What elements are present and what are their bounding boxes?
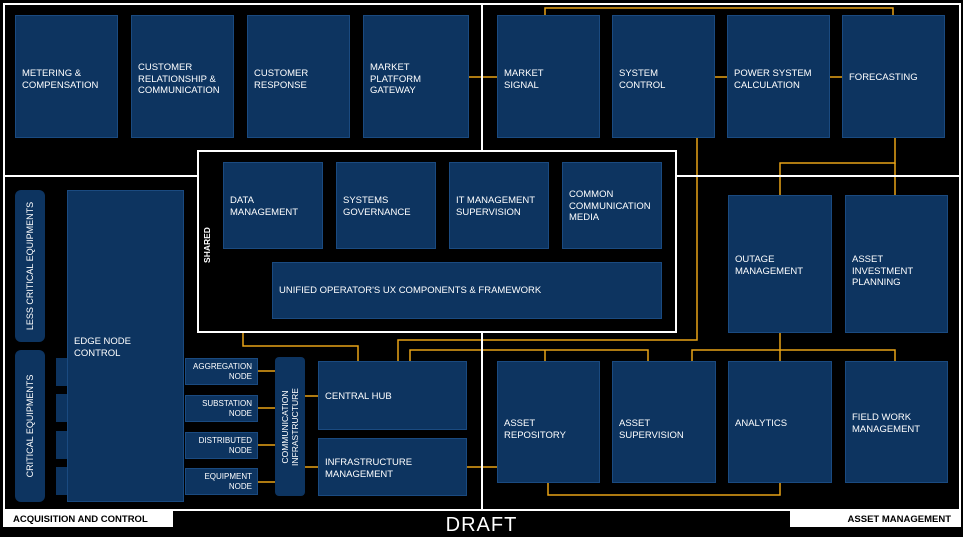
connector-control-down — [397, 138, 698, 361]
customer-response-label: CUSTOMER RESPONSE — [254, 68, 309, 91]
forecasting-label: FORECASTING — [849, 72, 918, 83]
systems-governance-box[interactable]: SYSTEMS GOVERNANCE — [336, 162, 436, 249]
frame-bottom-right — [481, 175, 961, 511]
edge-node-control-label: EDGE NODE CONTROL — [74, 336, 132, 359]
distributed-node[interactable]: DISTRIBUTED NODE — [185, 432, 258, 459]
connector-forecast-down — [779, 138, 896, 195]
connector-bottom-bracket — [547, 483, 781, 496]
shared-label: SHARED — [202, 227, 212, 263]
crm-label: CUSTOMER RELATIONSHIP & COMMUNICATION — [138, 62, 220, 96]
communication-infrastructure-label: COMMUNICATION INFRASTRUCTURE — [280, 387, 300, 466]
crm-box[interactable]: CUSTOMER RELATIONSHIP & COMMUNICATION — [131, 15, 234, 138]
central-hub-box[interactable]: CENTRAL HUB — [318, 361, 467, 430]
outage-management-box[interactable]: OUTAGE MANAGEMENT — [728, 195, 832, 333]
system-control-box[interactable]: SYSTEM CONTROL — [612, 15, 715, 138]
central-hub-label: CENTRAL HUB — [325, 391, 392, 402]
data-management-box[interactable]: DATA MANAGEMENT — [223, 162, 323, 249]
unified-ux-box[interactable]: UNIFIED OPERATOR'S UX COMPONENTS & FRAME… — [272, 262, 662, 319]
connector-bus3 — [691, 349, 896, 361]
it-management-supervision-box[interactable]: IT MANAGEMENT SUPERVISION — [449, 162, 549, 249]
asset-management-label: ASSET MANAGEMENT — [790, 511, 961, 527]
infrastructure-management-box[interactable]: INFRASTRUCTURE MANAGEMENT — [318, 438, 467, 496]
asset-repository-box[interactable]: ASSET REPOSITORY — [497, 361, 600, 483]
equipment-slot-3 — [56, 431, 67, 459]
critical-equipments-bar[interactable]: CRITICAL EQUIPMENTS — [15, 350, 45, 502]
data-management-label: DATA MANAGEMENT — [230, 195, 299, 218]
connector-top-bracket — [544, 7, 894, 15]
common-communication-media-box[interactable]: COMMON COMMUNICATION MEDIA — [562, 162, 662, 249]
power-system-calculation-box[interactable]: POWER SYSTEM CALCULATION — [727, 15, 830, 138]
outage-management-label: OUTAGE MANAGEMENT — [735, 254, 804, 277]
unified-ux-label: UNIFIED OPERATOR'S UX COMPONENTS & FRAME… — [279, 284, 542, 296]
draft-watermark: DRAFT — [445, 514, 518, 536]
customer-response-box[interactable]: CUSTOMER RESPONSE — [247, 15, 350, 138]
infrastructure-management-label: INFRASTRUCTURE MANAGEMENT — [325, 457, 413, 480]
systems-governance-label: SYSTEMS GOVERNANCE — [343, 195, 411, 218]
asset-investment-planning-label: ASSET INVESTMENT PLANNING — [852, 254, 914, 288]
critical-equipments-label: CRITICAL EQUIPMENTS — [25, 374, 35, 478]
asset-repository-label: ASSET REPOSITORY — [504, 418, 566, 441]
edge-node-control-box[interactable]: EDGE NODE CONTROL — [67, 190, 184, 502]
analytics-box[interactable]: ANALYTICS — [728, 361, 832, 483]
common-communication-media-label: COMMON COMMUNICATION MEDIA — [569, 189, 651, 223]
market-signal-box[interactable]: MARKET SIGNAL — [497, 15, 600, 138]
asset-supervision-box[interactable]: ASSET SUPERVISION — [612, 361, 716, 483]
it-management-supervision-label: IT MANAGEMENT SUPERVISION — [456, 195, 535, 218]
system-control-label: SYSTEM CONTROL — [619, 68, 666, 91]
analytics-label: ANALYTICS — [735, 418, 788, 429]
acquisition-and-control-label: ACQUISITION AND CONTROL — [3, 511, 173, 527]
metering-compensation-label: METERING & COMPENSATION — [22, 68, 99, 91]
metering-compensation-box[interactable]: METERING & COMPENSATION — [15, 15, 118, 138]
equipment-slot-4 — [56, 467, 67, 495]
connector-bus2 — [409, 349, 649, 361]
less-critical-equipments-label: LESS CRITICAL EQUIPMENTS — [25, 201, 35, 331]
substation-node[interactable]: SUBSTATION NODE — [185, 395, 258, 422]
asset-supervision-label: ASSET SUPERVISION — [619, 418, 684, 441]
communication-infrastructure-bar[interactable]: COMMUNICATION INFRASTRUCTURE — [275, 357, 305, 496]
equipment-node[interactable]: EQUIPMENT NODE — [185, 468, 258, 495]
market-platform-gateway-label: MARKET PLATFORM GATEWAY — [370, 62, 422, 96]
equipment-slot-1 — [56, 358, 67, 386]
forecasting-box[interactable]: FORECASTING — [842, 15, 945, 138]
field-work-management-label: FIELD WORK MANAGEMENT — [852, 412, 921, 435]
market-signal-label: MARKET SIGNAL — [504, 68, 544, 91]
aggregation-node[interactable]: AGGREGATION NODE — [185, 358, 258, 385]
asset-investment-planning-box[interactable]: ASSET INVESTMENT PLANNING — [845, 195, 948, 333]
less-critical-equipments-bar[interactable]: LESS CRITICAL EQUIPMENTS — [15, 190, 45, 342]
field-work-management-box[interactable]: FIELD WORK MANAGEMENT — [845, 361, 948, 483]
equipment-slot-2 — [56, 394, 67, 422]
market-platform-gateway-box[interactable]: MARKET PLATFORM GATEWAY — [363, 15, 469, 138]
power-system-calculation-label: POWER SYSTEM CALCULATION — [734, 68, 812, 91]
